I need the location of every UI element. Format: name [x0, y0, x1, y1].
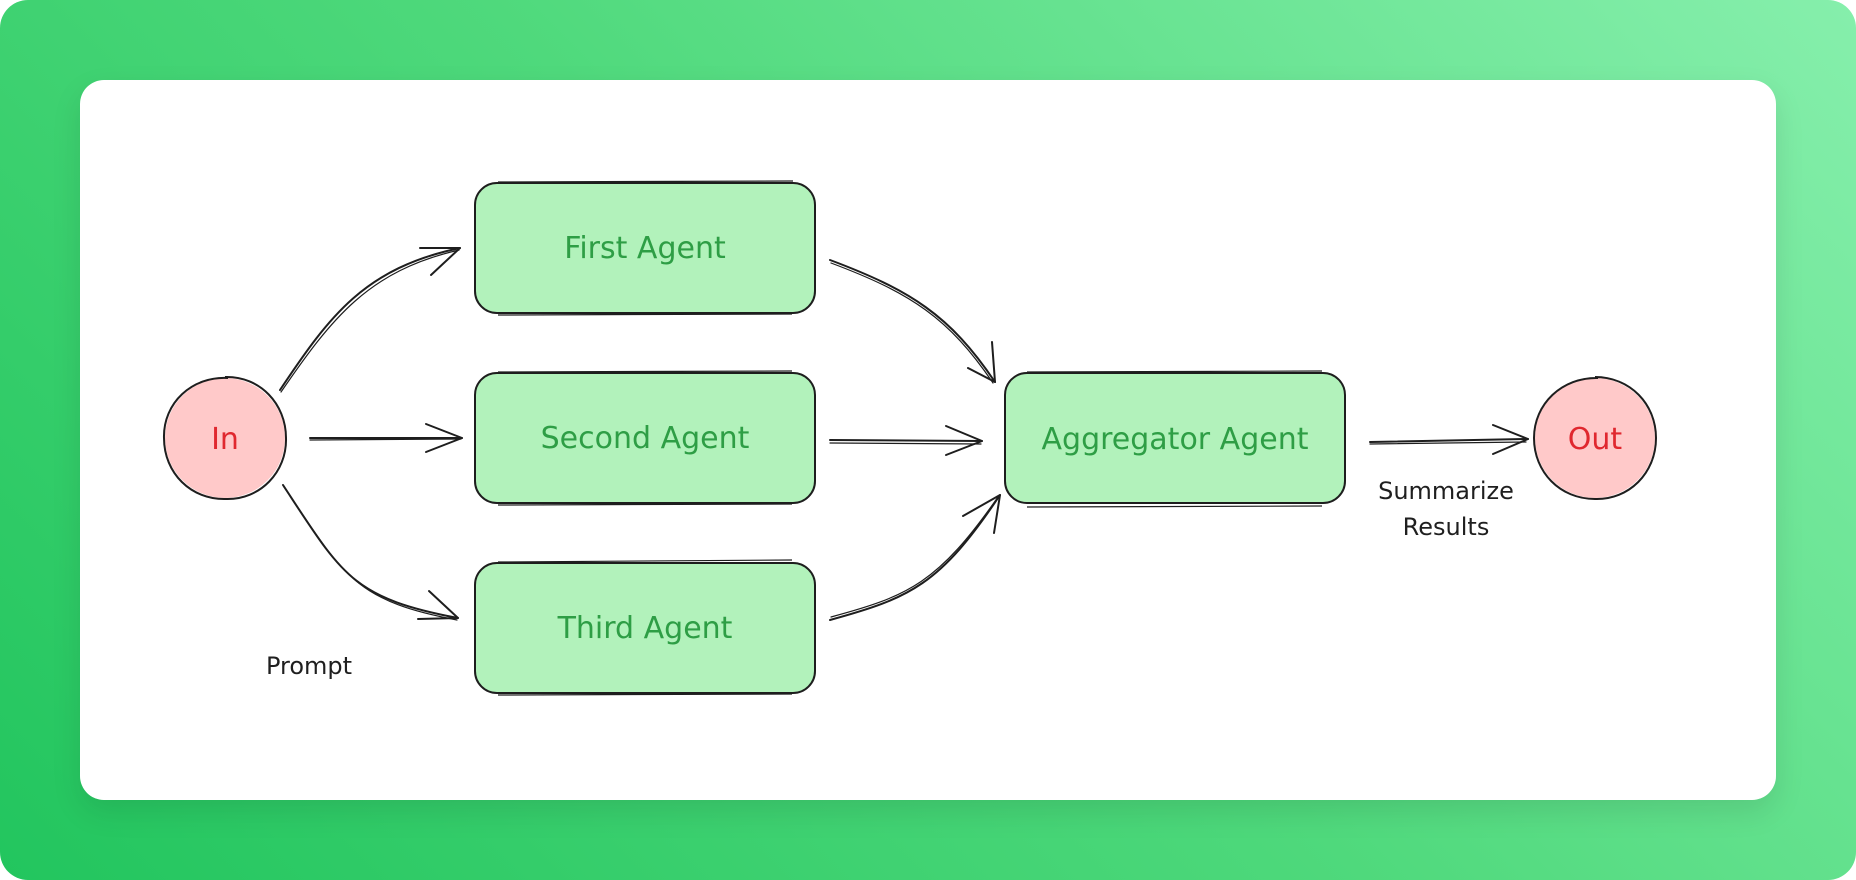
summarize-label-line1: Summarize	[1378, 477, 1514, 505]
arrow-in-to-second-agent	[309, 423, 463, 453]
input-node-label: In	[211, 422, 239, 457]
aggregator-agent-node[interactable]: Aggregator Agent	[1004, 370, 1346, 508]
arrow-aggregator-to-out	[1369, 424, 1529, 455]
second-agent-node[interactable]: Second Agent	[474, 370, 816, 506]
arrow-in-to-third-agent	[282, 484, 459, 621]
first-agent-node[interactable]: First Agent	[474, 180, 816, 316]
diagram-card: In First Agent Second Agent	[80, 80, 1776, 800]
prompt-label: Prompt	[266, 652, 352, 680]
arrow-third-to-aggregator	[829, 494, 1001, 621]
arrow-first-to-aggregator	[829, 259, 996, 384]
third-agent-label: Third Agent	[557, 611, 733, 646]
arrow-in-to-first-agent	[279, 247, 461, 393]
arrow-second-to-aggregator	[829, 425, 983, 456]
flow-diagram: In First Agent Second Agent	[162, 180, 1658, 696]
input-node[interactable]: In	[162, 375, 288, 501]
first-agent-label: First Agent	[564, 231, 726, 266]
third-agent-node[interactable]: Third Agent	[474, 559, 816, 696]
second-agent-label: Second Agent	[541, 421, 750, 456]
summarize-label-line2: Results	[1403, 513, 1490, 541]
output-node-label: Out	[1568, 422, 1623, 457]
output-node[interactable]: Out	[1532, 376, 1658, 501]
aggregator-agent-label: Aggregator Agent	[1042, 422, 1309, 457]
